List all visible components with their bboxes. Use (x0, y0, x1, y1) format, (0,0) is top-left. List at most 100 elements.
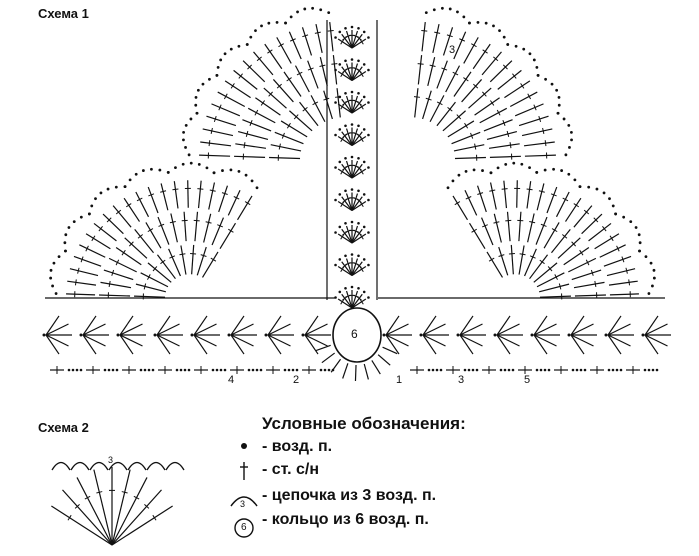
scallop-chain-dot (649, 261, 653, 265)
double-crochet-stitch (345, 290, 353, 309)
stitch-crossbar (230, 83, 235, 89)
shell-stitch (230, 334, 245, 355)
stitch-crossbar (533, 104, 537, 111)
foundation-chain-dot (115, 368, 119, 372)
scallop-chain-dot (189, 117, 193, 121)
scallop-chain-dot (514, 44, 518, 48)
double-crochet-stitch (329, 21, 334, 52)
double-crochet-stitch (351, 293, 363, 309)
column-chain-dot (334, 166, 337, 169)
scallop-chain-dot (181, 162, 185, 166)
column-chain-dot (362, 258, 366, 261)
double-crochet-stitch (194, 211, 199, 242)
double-crochet-stitch (237, 130, 269, 141)
stitch-crossbar (314, 31, 321, 34)
double-crochet-stitch (337, 38, 353, 49)
double-crochet-stitch (489, 155, 521, 158)
stitch-crossbar (302, 106, 308, 112)
scallop-chain-dot (652, 276, 656, 280)
shell-stitch (230, 334, 254, 347)
scallop-chain-dot (54, 292, 58, 295)
scallop-chain-dot (237, 169, 241, 173)
stitch-crossbar (573, 203, 580, 208)
stitch-crossbar (602, 226, 607, 232)
double-crochet-stitch (140, 272, 169, 288)
scallop-chain-dot (536, 74, 540, 77)
scallop-chain-dot (245, 43, 249, 46)
double-crochet-stitch (429, 95, 445, 123)
foundation-chain-dot (583, 368, 587, 372)
double-crochet-stitch (62, 489, 113, 546)
stitch-crossbar (520, 83, 525, 89)
scheme-2-title: Схема 2 (38, 420, 89, 435)
foundation-chain-dot (439, 368, 443, 372)
scallop-chain-dot (552, 167, 555, 171)
double-crochet-stitch (345, 258, 353, 276)
foundation-chain-dot (111, 368, 115, 372)
double-crochet-stitch (351, 63, 359, 81)
stitch-crossbar (506, 130, 510, 137)
scallop-chain-dot (94, 197, 97, 201)
double-crochet-stitch (242, 60, 266, 83)
stitch-crossbar (238, 73, 243, 79)
scallop-chain-dot (184, 123, 188, 127)
double-crochet-stitch (337, 233, 353, 244)
double-crochet-stitch (345, 63, 353, 81)
double-crochet-stitch (272, 79, 294, 103)
double-crochet-stitch (288, 31, 302, 60)
column-chain-dot (334, 198, 337, 202)
legend-chain-dot-icon (241, 443, 247, 449)
stitch-crossbar (115, 209, 122, 215)
stitch-crossbar (454, 201, 461, 206)
double-crochet-stitch (543, 222, 560, 249)
double-crochet-stitch (218, 185, 229, 213)
foundation-chain-dot (511, 368, 515, 372)
shell-stitch (119, 323, 143, 336)
scallop-chain-dot (651, 284, 654, 288)
scallop-chain-dot (237, 44, 241, 48)
stitch-crossbar (152, 266, 158, 272)
stitch-crossbar (579, 249, 584, 256)
double-crochet-stitch (323, 90, 333, 120)
double-crochet-stitch (526, 181, 532, 209)
stitch-crossbar (143, 283, 147, 290)
column-chain-dot (334, 133, 337, 137)
stitch-crossbar (256, 56, 262, 62)
double-crochet-stitch (536, 272, 565, 288)
double-crochet-stitch (217, 91, 246, 108)
scallop-chain-dot (184, 146, 187, 149)
stitch-crossbar (493, 221, 500, 224)
stitch-crossbar (609, 235, 614, 242)
double-crochet-stitch (345, 128, 353, 146)
double-crochet-stitch (557, 237, 581, 259)
stitch-crossbar (509, 142, 512, 149)
double-crochet-stitch (111, 477, 148, 546)
double-crochet-stitch (341, 293, 353, 309)
double-crochet-stitch (573, 205, 593, 228)
stitch-crossbar (193, 219, 200, 222)
stitch-crossbar (84, 495, 91, 500)
stitch-crossbar (562, 234, 568, 239)
shell-chain-dot (79, 333, 83, 337)
scallop-chain-dot (556, 111, 560, 115)
double-crochet-stitch (504, 80, 531, 99)
double-crochet-stitch (594, 233, 620, 250)
stitch-crossbar (441, 67, 448, 71)
stitch-crossbar (340, 71, 345, 77)
double-crochet-stitch (351, 228, 363, 244)
column-chain-dot (357, 221, 360, 225)
scallop-chain-dot (141, 169, 145, 172)
column-chain-dot (357, 59, 360, 63)
shell-chain-dot (153, 333, 157, 337)
double-crochet-stitch (341, 261, 353, 276)
double-crochet-stitch (445, 65, 461, 93)
double-crochet-stitch (274, 131, 304, 145)
double-crochet-stitch (351, 193, 359, 211)
stitch-crossbar (307, 67, 314, 71)
shell-stitch (570, 323, 594, 336)
stitch-crossbar (488, 257, 495, 262)
stitch-crossbar (312, 101, 319, 106)
scallop-chain-dot (49, 268, 53, 272)
scallop-chain-dot (432, 8, 436, 12)
